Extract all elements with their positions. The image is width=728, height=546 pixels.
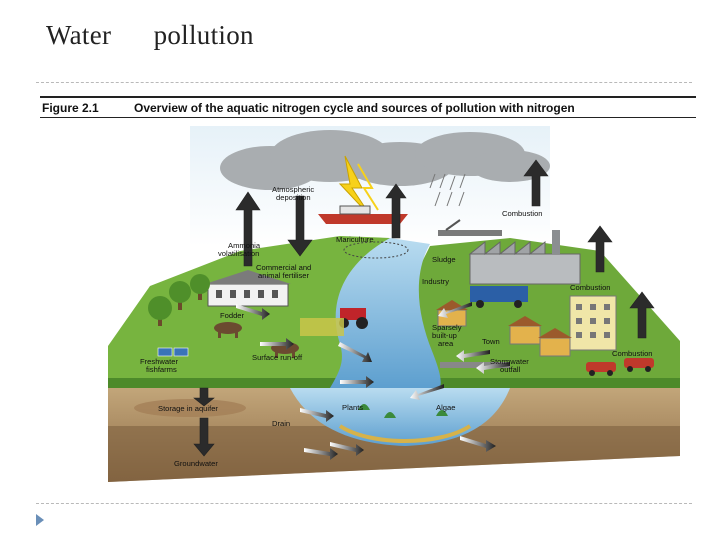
down-arrow [287,195,313,257]
up-arrow [587,225,613,273]
label-fishfarms-line1: Freshwater [140,357,178,366]
footer-divider [36,503,692,504]
nitrogen-cycle-diagram: Atmospheric deposition Combustion Ammoni… [108,126,680,482]
flow-arrow [456,350,490,362]
label-sparse-line2: built-up [432,331,457,340]
label-aquifer: Storage in aquifer [158,404,218,413]
label-surface-runoff: Surface run-off [252,353,303,362]
label-combustion-low: Combustion [612,349,653,358]
flow-arrow [438,302,472,318]
label-stormwater-line2: outfall [500,365,521,374]
label-plants: Plants [342,403,363,412]
slide-title: Water pollution [46,20,254,50]
river [330,238,441,388]
flow-arrow [236,304,270,320]
farm-building [205,270,291,307]
bullet-arrow-icon [36,514,44,526]
flow-arrow [476,362,510,374]
label-fertiliser-line1: Commercial and [256,263,311,272]
flow-arrow [460,436,496,452]
flow-arrow [304,448,338,460]
label-fishfarms-line2: fishfarms [146,365,177,374]
label-sludge: Sludge [432,255,456,264]
down-arrow [193,387,215,407]
flow-arrow [330,442,364,456]
label-industry: Industry [422,277,449,286]
flow-arrow [410,384,444,400]
lightning-icon [357,163,379,211]
nitrogen-cycle-figure: Figure 2.1 Overview of the aquatic nitro… [40,96,696,488]
figure-number: Figure 2.1 [42,100,99,115]
label-fertiliser-line2: animal fertiliser [258,271,310,280]
flow-arrow [300,408,334,422]
label-mariculture: Mariculture [336,235,374,244]
title-divider [36,82,692,83]
apartment-building-icon [569,295,617,351]
lake-sediment [338,424,472,443]
label-fodder: Fodder [220,311,245,320]
up-arrow [629,291,655,339]
label-algae: Algae [436,403,455,412]
flow-arrows [193,159,655,457]
fishfarm-icon [157,347,189,357]
runoff-arrows [236,302,510,460]
down-arrow [193,417,215,457]
flow-arrow [260,338,294,350]
label-combustion-top: Combustion [502,209,543,218]
mariculture-net [343,241,409,259]
flow-arrow [338,342,372,362]
label-groundwater: Groundwater [174,459,218,468]
aquifer-storage [134,399,246,417]
up-arrow [385,183,407,239]
sludge-barge-icon [438,219,502,236]
up-arrow [235,191,261,267]
rain-icon [429,173,466,207]
soil-front [108,426,680,482]
ship-icon [318,205,408,224]
label-sparse-line1: Sparsely [432,323,462,332]
label-sparse-line3: area [438,339,454,348]
label-drain: Drain [272,419,290,428]
car-icon [586,358,654,376]
flow-arrow [340,376,374,388]
label-town: Town [482,337,500,346]
truck-icon [470,286,528,308]
label-ammonia-line1: Ammonia [228,241,261,250]
factory-icon [468,230,581,285]
label-ammonia-line2: volatilisation [218,249,259,258]
water-plants [358,404,448,418]
up-arrow [523,159,549,207]
label-atmospheric-line1: Atmospheric [272,185,314,194]
crop-field [300,318,344,336]
label-atmospheric-line2: deposition [276,193,311,202]
label-combustion-mid: Combustion [570,283,611,292]
figure-caption: Figure 2.1 Overview of the aquatic nitro… [40,96,696,118]
tree-icon [148,274,210,326]
label-stormwater-line1: Stormwater [490,357,529,366]
figure-caption-text: Overview of the aquatic nitrogen cycle a… [134,100,575,115]
